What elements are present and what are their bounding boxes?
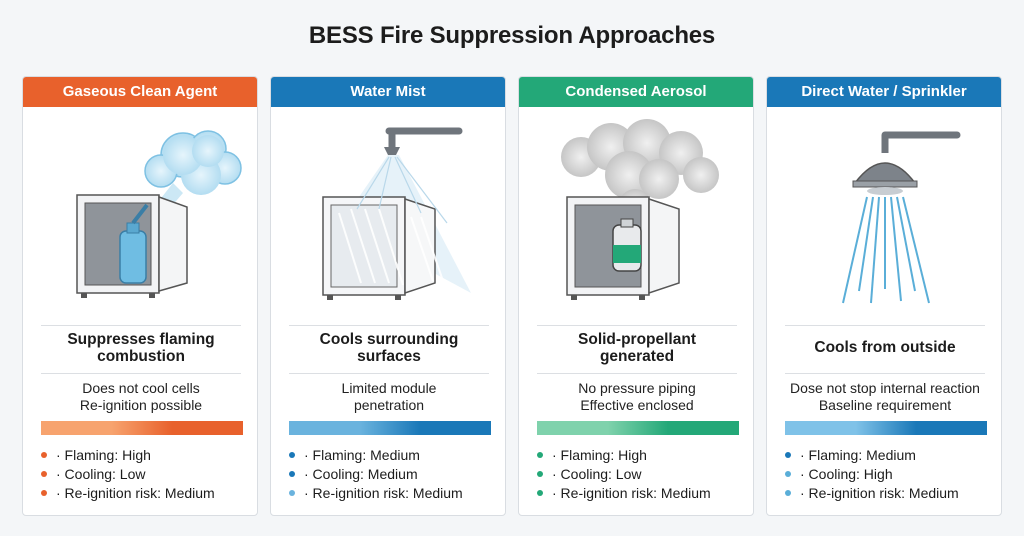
bullet-icon bbox=[537, 451, 543, 458]
metrics-list: · Flaming: High · Cooling: Low · Re-igni… bbox=[537, 445, 751, 502]
page-title: BESS Fire Suppression Approaches bbox=[308, 22, 716, 49]
water-stream-icon bbox=[842, 196, 930, 304]
sprinkler-illustration bbox=[767, 113, 1001, 323]
metric-reignition: · Re-ignition risk: Medium bbox=[785, 483, 999, 502]
divider bbox=[537, 373, 737, 374]
cabinet-icon bbox=[322, 196, 436, 300]
metric-flaming: · Flaming: Medium bbox=[289, 445, 503, 464]
mist-cabinet-illustration bbox=[271, 113, 505, 323]
limitation-note: No pressure piping Effective enclosed bbox=[578, 380, 696, 413]
gas-cabinet-illustration bbox=[23, 113, 257, 323]
bullet-icon bbox=[41, 470, 47, 477]
headline: Cools from outside bbox=[814, 339, 956, 356]
effectiveness-bar bbox=[537, 421, 739, 435]
bullet-icon bbox=[41, 451, 47, 458]
bullet-icon bbox=[289, 451, 295, 458]
metric-reignition: · Re-ignition risk: Medium bbox=[289, 483, 503, 502]
bullet-icon bbox=[785, 470, 791, 477]
metric-cooling: · Cooling: High bbox=[785, 464, 999, 483]
effectiveness-bar bbox=[289, 421, 491, 435]
metric-flaming: · Flaming: High bbox=[41, 445, 255, 464]
headline: Suppresses flaming combustion bbox=[67, 331, 215, 365]
panel-header: Water Mist bbox=[271, 77, 505, 107]
divider bbox=[289, 325, 489, 326]
bullet-icon bbox=[41, 489, 47, 496]
panel-condensed-aerosol: Condensed Aerosol bbox=[518, 76, 754, 516]
panel-water-mist: Water Mist bbox=[270, 76, 506, 516]
metric-flaming: · Flaming: Medium bbox=[785, 445, 999, 464]
gas-cloud-icon bbox=[144, 130, 242, 195]
sprinkler-head-icon bbox=[852, 131, 961, 195]
bullet-icon bbox=[289, 470, 295, 477]
divider bbox=[41, 373, 241, 374]
panel-gaseous-clean-agent: Gaseous Clean Agent bbox=[22, 76, 258, 516]
divider bbox=[785, 373, 985, 374]
mist-nozzle-icon bbox=[384, 127, 463, 155]
panel-header: Gaseous Clean Agent bbox=[23, 77, 257, 107]
metric-cooling: · Cooling: Medium bbox=[289, 464, 503, 483]
limitation-note: Dose not stop internal reaction Baseline… bbox=[790, 380, 980, 413]
panel-header: Condensed Aerosol bbox=[519, 77, 753, 107]
panel-direct-water-sprinkler: Direct Water / Sprinkler bbox=[766, 76, 1002, 516]
bullet-icon bbox=[289, 489, 295, 496]
divider bbox=[785, 325, 985, 326]
divider bbox=[537, 325, 737, 326]
panel-header: Direct Water / Sprinkler bbox=[767, 77, 1001, 107]
metrics-list: · Flaming: High · Cooling: Low · Re-igni… bbox=[41, 445, 255, 502]
metric-cooling: · Cooling: Low bbox=[41, 464, 255, 483]
approach-panels: Gaseous Clean Agent bbox=[22, 76, 1002, 516]
effectiveness-bar bbox=[41, 421, 243, 435]
divider bbox=[289, 373, 489, 374]
metric-reignition: · Re-ignition risk: Medium bbox=[41, 483, 255, 502]
aerosol-cabinet-illustration bbox=[519, 113, 753, 323]
headline: Cools surrounding surfaces bbox=[319, 331, 459, 365]
metrics-list: · Flaming: Medium · Cooling: High · Re-i… bbox=[785, 445, 999, 502]
divider bbox=[41, 325, 241, 326]
bullet-icon bbox=[785, 489, 791, 496]
metrics-list: · Flaming: Medium · Cooling: Medium · Re… bbox=[289, 445, 503, 502]
limitation-note: Does not cool cells Re-ignition possible bbox=[79, 380, 203, 413]
agent-cylinder-icon bbox=[119, 203, 149, 284]
headline: Solid-propellant generated bbox=[578, 331, 696, 365]
effectiveness-bar bbox=[785, 421, 987, 435]
limitation-note: Limited module penetration bbox=[341, 380, 437, 413]
bullet-icon bbox=[537, 470, 543, 477]
metric-reignition: · Re-ignition risk: Medium bbox=[537, 483, 751, 502]
metric-cooling: · Cooling: Low bbox=[537, 464, 751, 483]
bullet-icon bbox=[785, 451, 791, 458]
aerosol-generator-icon bbox=[612, 218, 642, 272]
bullet-icon bbox=[537, 489, 543, 496]
metric-flaming: · Flaming: High bbox=[537, 445, 751, 464]
